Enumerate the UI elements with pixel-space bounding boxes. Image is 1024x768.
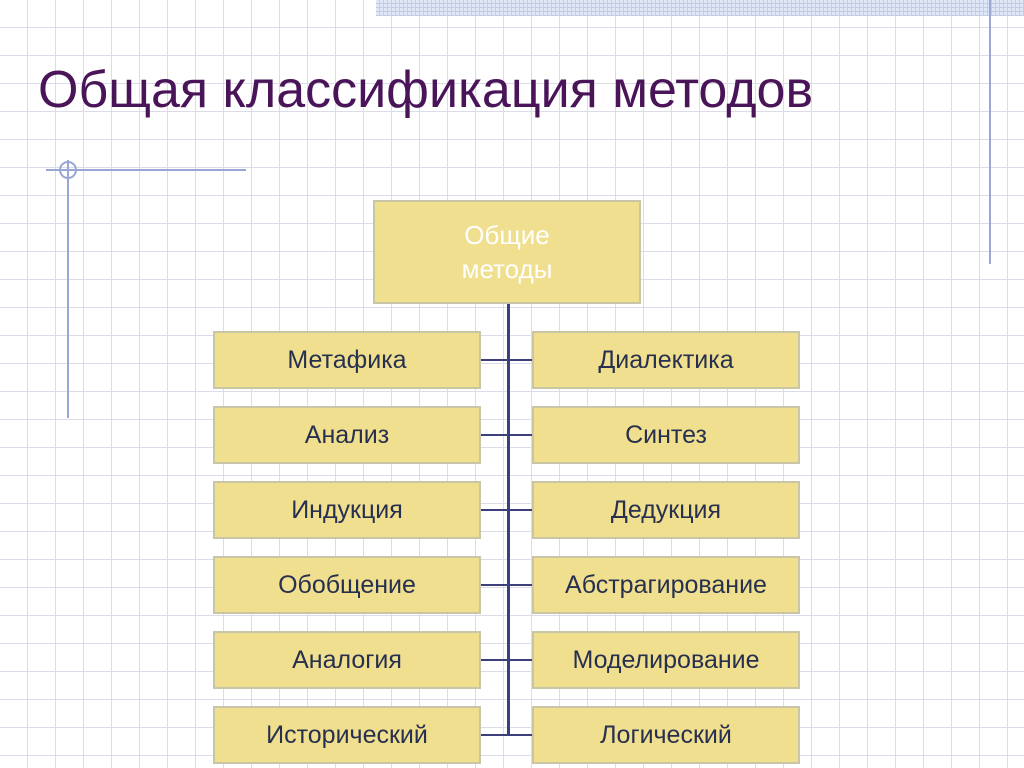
- right-branch-connector: [510, 359, 532, 361]
- right-branch-connector: [510, 584, 532, 586]
- right-method-box: Моделирование: [532, 631, 800, 689]
- left-method-box: Обобщение: [213, 556, 481, 614]
- left-method-box: Метафика: [213, 331, 481, 389]
- right-branch-connector: [510, 509, 532, 511]
- header-decorative-band: [376, 0, 1024, 16]
- right-method-box: Синтез: [532, 406, 800, 464]
- right-branch-connector: [510, 734, 532, 736]
- right-method-box: Дедукция: [532, 481, 800, 539]
- left-method-box: Индукция: [213, 481, 481, 539]
- left-branch-connector: [481, 659, 507, 661]
- right-vertical-rule: [989, 0, 991, 264]
- right-method-box: Логический: [532, 706, 800, 764]
- left-branch-connector: [481, 434, 507, 436]
- left-method-box: Исторический: [213, 706, 481, 764]
- left-branch-connector: [481, 359, 507, 361]
- right-branch-connector: [510, 659, 532, 661]
- page-title: Общая классификация методов: [38, 61, 814, 119]
- left-method-box: Анализ: [213, 406, 481, 464]
- trunk-connector: [507, 304, 510, 736]
- root-node-line1: Общие: [464, 220, 550, 250]
- right-method-box: Диалектика: [532, 331, 800, 389]
- left-branch-connector: [481, 734, 507, 736]
- root-node-line2: методы: [461, 254, 553, 284]
- root-node-general-methods: Общие методы: [373, 200, 641, 304]
- left-branch-connector: [481, 584, 507, 586]
- left-horizontal-rule: [46, 169, 246, 171]
- left-vertical-rule: [67, 160, 69, 418]
- left-branch-connector: [481, 509, 507, 511]
- right-method-box: Абстрагирование: [532, 556, 800, 614]
- right-branch-connector: [510, 434, 532, 436]
- left-method-box: Аналогия: [213, 631, 481, 689]
- decorative-circle-icon: [59, 161, 77, 179]
